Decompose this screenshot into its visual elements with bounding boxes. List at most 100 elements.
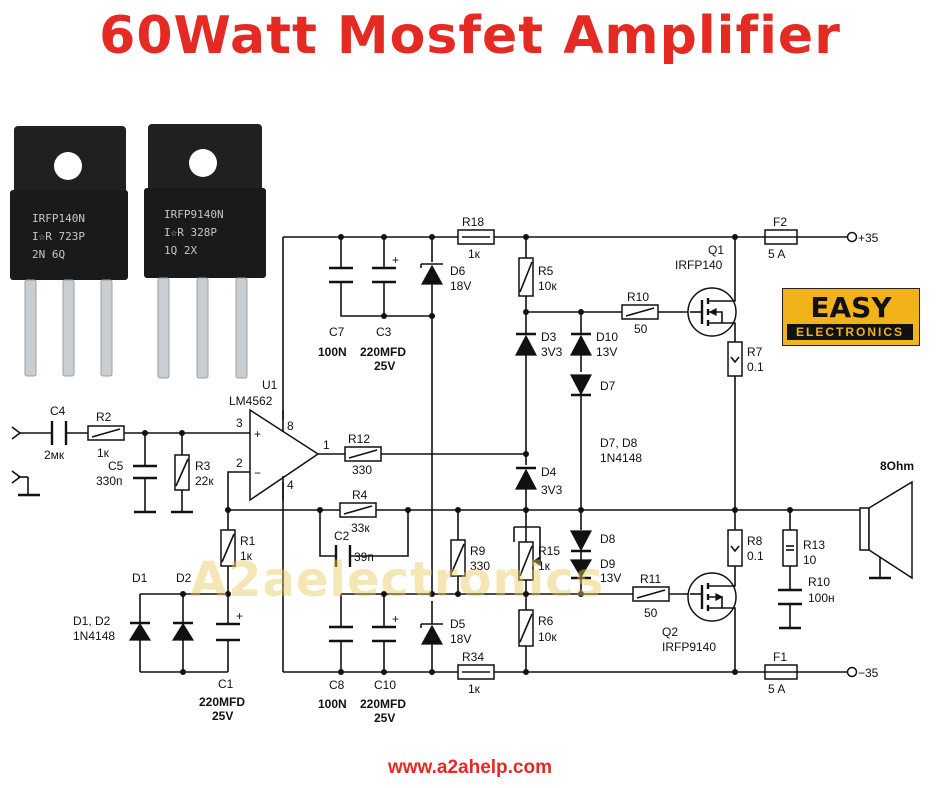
r15-value: 1к <box>538 559 551 573</box>
r3-value: 22к <box>195 474 214 488</box>
r10b-label: R10 <box>808 575 830 589</box>
c4-label: C4 <box>50 404 66 418</box>
r10-100n-capacitor <box>778 588 802 606</box>
d1-d2-label: D1, D2 <box>73 614 111 628</box>
pin8-label: 8 <box>287 419 294 433</box>
photo2-line1: IRFP9140N <box>164 208 224 221</box>
d10-label: D10 <box>596 330 618 344</box>
r13-resistor <box>782 529 798 567</box>
c10-label: C10 <box>374 678 396 692</box>
r7-label: R7 <box>747 345 763 359</box>
opamp-plus-label: + <box>254 427 261 441</box>
r34-label: R34 <box>462 650 484 664</box>
website-link[interactable]: www.a2ahelp.com <box>387 757 552 778</box>
c5-value: 330п <box>96 474 123 488</box>
c3-value: 220MFD <box>360 345 406 359</box>
svg-text:+: + <box>392 253 399 267</box>
pin1-label: 1 <box>323 438 330 452</box>
d4-value: 3V3 <box>541 483 563 497</box>
c7-capacitor <box>329 266 353 284</box>
d7-diode <box>570 374 592 397</box>
d2-label: D2 <box>176 571 192 585</box>
c2-label: C2 <box>334 529 350 543</box>
c4-capacitor <box>50 421 68 445</box>
c8-value: 100N <box>318 697 347 711</box>
c2-value: 39п <box>354 550 374 564</box>
r1-label: R1 <box>240 534 256 548</box>
r12-label: R12 <box>348 432 370 446</box>
supply-neg-label: −35 <box>858 666 879 680</box>
d9-diode <box>569 559 593 580</box>
pos-supply-terminal <box>846 231 858 243</box>
r1-value: 1к <box>240 549 253 563</box>
neg-supply-terminal <box>846 666 858 678</box>
logo-line2: ELECTRONICS <box>787 324 913 340</box>
d5-value: 18V <box>450 632 471 646</box>
c1-value: 220MFD <box>199 695 245 709</box>
c10-capacitor: + <box>372 612 399 643</box>
opamp-minus-label: − <box>254 466 261 480</box>
f1-value: 5 A <box>768 682 785 696</box>
irfp140n-photo: IRFP140N I☆R 723P 2N 6Q <box>10 126 128 377</box>
junction-dots <box>142 234 793 675</box>
r2-label: R2 <box>96 410 112 424</box>
r9-label: R9 <box>470 544 486 558</box>
photo2-line3: 1Q 2X <box>164 244 197 257</box>
c1-voltage: 25V <box>212 709 233 723</box>
r18-value: 1к <box>468 247 481 261</box>
c3-label: C3 <box>376 325 392 339</box>
d8-label: D8 <box>600 532 616 546</box>
c10-value: 220MFD <box>360 697 406 711</box>
d5-zener-diode <box>420 623 444 645</box>
r4-label: R4 <box>352 488 368 502</box>
logo-line1: EASY <box>810 291 892 324</box>
c8-label: C8 <box>329 678 345 692</box>
c1-capacitor: + <box>216 609 243 642</box>
u1-opamp <box>249 408 320 502</box>
d4-label: D4 <box>541 465 557 479</box>
r34-value: 1к <box>468 682 481 696</box>
f2-value: 5 A <box>768 247 785 261</box>
r8-resistor <box>727 529 743 567</box>
r8-label: R8 <box>747 534 763 548</box>
c5-capacitor <box>133 464 157 480</box>
c10-voltage: 25V <box>374 711 395 725</box>
r10-label: R10 <box>627 290 649 304</box>
d7-label: D7 <box>600 379 616 393</box>
q2-mosfet <box>687 572 737 622</box>
d10-diode <box>570 332 592 356</box>
r8-value: 0.1 <box>747 549 764 563</box>
r10-value: 50 <box>634 322 648 336</box>
d6-value: 18V <box>450 279 471 293</box>
easy-electronics-logo: EASY ELECTRONICS <box>782 288 920 346</box>
d9-label: D9 <box>600 557 616 571</box>
q2-type: IRFP9140 <box>662 640 716 654</box>
supply-pos-label: +35 <box>858 231 879 245</box>
svg-text:+: + <box>236 609 243 623</box>
r15-potentiometer <box>513 527 541 581</box>
d1-d2-type: 1N4148 <box>73 629 115 643</box>
speaker-icon <box>859 480 913 580</box>
d3-value: 3V3 <box>541 345 563 359</box>
c7-value: 100N <box>318 345 347 359</box>
photo1-line1: IRFP140N <box>32 212 85 225</box>
r11-value: 50 <box>644 606 658 620</box>
c1-label: C1 <box>218 677 234 691</box>
d6-label: D6 <box>450 264 466 278</box>
u1-type-label: LM4562 <box>229 394 273 408</box>
speaker-label: 8Ohm <box>880 459 914 473</box>
input-ground-terminal-icon <box>11 470 22 484</box>
r7-value: 0.1 <box>747 360 764 374</box>
c3-capacitor: + <box>372 253 399 284</box>
r2-value: 1к <box>97 446 110 460</box>
d7-d8-label: D7, D8 <box>600 436 638 450</box>
r9-value: 330 <box>470 559 490 573</box>
f2-label: F2 <box>773 215 787 229</box>
r18-label: R18 <box>462 215 484 229</box>
d3-label: D3 <box>541 330 557 344</box>
d9-value: 13V <box>600 571 621 585</box>
r3-label: R3 <box>195 459 211 473</box>
q1-mosfet <box>687 287 737 337</box>
pin4-label: 4 <box>287 478 294 492</box>
d4-diode <box>515 466 537 490</box>
